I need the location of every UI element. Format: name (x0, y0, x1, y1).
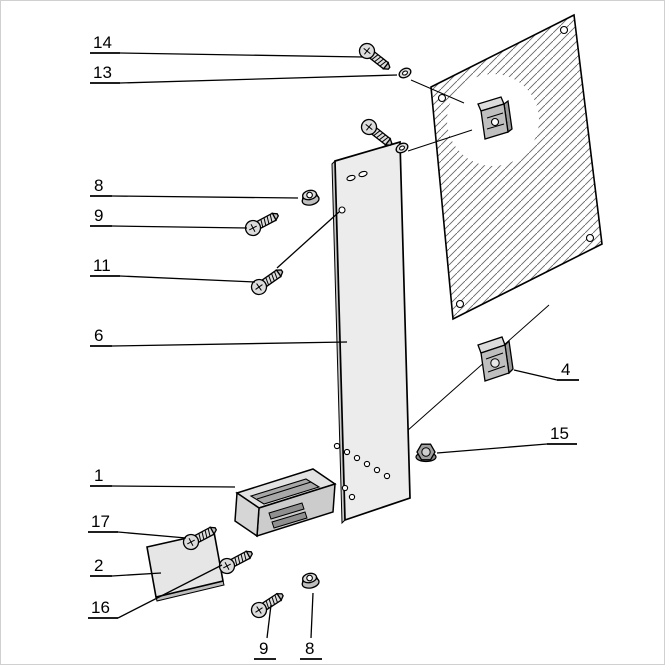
clip-8-left (299, 188, 321, 208)
callout-9-bottom: 9 (254, 604, 276, 660)
callout-label-9-left: 9 (94, 206, 103, 225)
callout-label-6: 6 (94, 326, 103, 345)
callout-13: 13 (90, 63, 398, 84)
washer-13 (396, 65, 414, 81)
callout-label-11: 11 (93, 256, 111, 275)
screw-9-bottom (247, 587, 288, 622)
callout-15: 15 (436, 424, 577, 454)
callout-label-1: 1 (94, 466, 103, 485)
callout-label-16: 16 (91, 598, 110, 617)
callout-16: 16 (88, 564, 223, 619)
panel-face (334, 140, 411, 522)
callout-label-4: 4 (561, 360, 570, 379)
board-hole (437, 93, 447, 103)
callout-label-13: 13 (93, 63, 112, 82)
callout-2: 2 (90, 556, 162, 577)
clip-4 (477, 336, 514, 382)
callout-label-17: 17 (91, 512, 110, 531)
screw-11-line (276, 211, 340, 269)
callout-label-8-bottom: 8 (305, 639, 314, 658)
board-hole (455, 299, 465, 309)
board-clip-detail (477, 96, 513, 140)
board-hole (559, 25, 569, 35)
callout-label-14: 14 (93, 33, 112, 52)
nut-15 (415, 443, 437, 463)
callout-17: 17 (88, 512, 187, 539)
callout-label-8-left: 8 (94, 176, 103, 195)
alignment-line (407, 129, 473, 152)
alignment-line (406, 304, 550, 432)
plate (146, 531, 225, 602)
callout-8-bottom: 8 (300, 592, 322, 660)
callout-8-left: 8 (90, 176, 299, 199)
callout-1: 1 (90, 466, 236, 488)
screw-14b (357, 115, 397, 151)
callout-6: 6 (90, 326, 348, 347)
front-panel (331, 140, 411, 525)
screw-9-left (242, 207, 282, 239)
clip-8-bottom (299, 571, 321, 591)
card-holder (234, 468, 337, 538)
callout-11: 11 (90, 256, 256, 283)
perforated-board (430, 13, 603, 321)
screw-16 (216, 545, 256, 577)
callout-4: 4 (513, 360, 579, 381)
callout-label-2: 2 (94, 556, 103, 575)
callout-label-9-bottom: 9 (259, 639, 268, 658)
alignment-line (410, 79, 465, 104)
board-hole (585, 233, 595, 243)
callout-14: 14 (90, 33, 364, 58)
callout-9-left: 9 (90, 206, 248, 229)
screw-11 (247, 264, 287, 299)
callout-label-15: 15 (550, 424, 569, 443)
